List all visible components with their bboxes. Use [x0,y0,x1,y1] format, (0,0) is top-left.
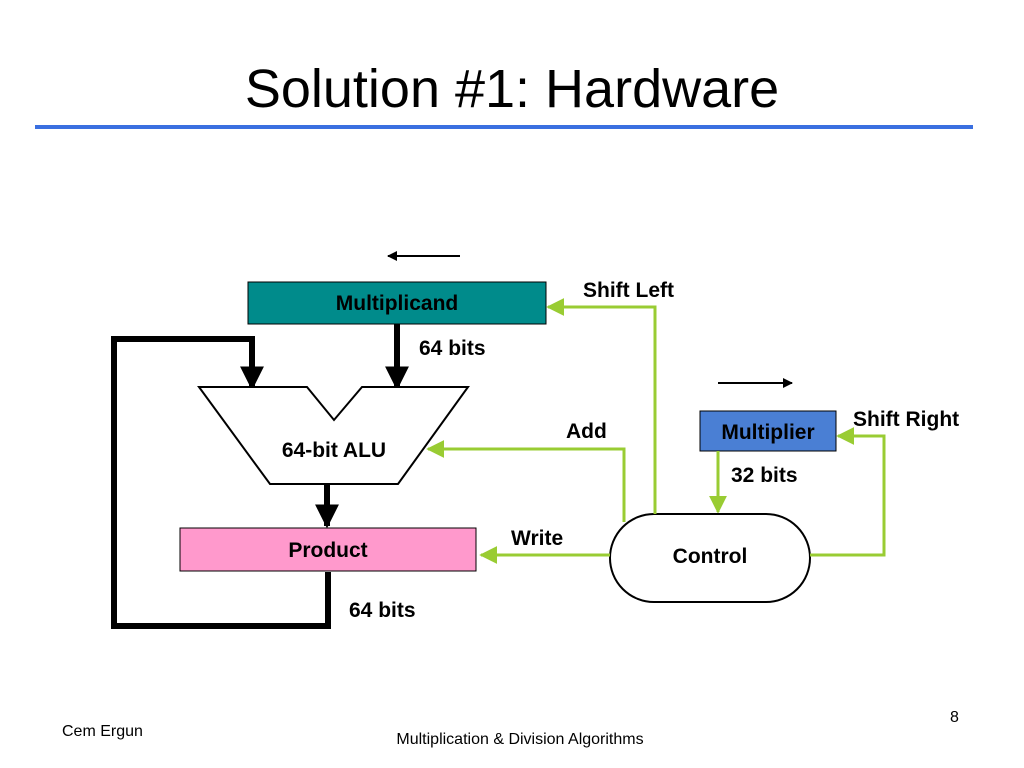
multiplicand-width-label: 64 bits [419,337,486,360]
footer-title: Multiplication & Division Algorithms [396,731,644,748]
multiplicand-register [247,281,547,325]
multiplicand-label: Multiplicand [336,292,459,315]
multiplier-label: Multiplier [721,421,814,444]
product-label: Product [288,539,367,562]
shift-right-label: Shift Right [853,408,959,431]
author-name: Cem Ergun [62,723,143,740]
shift-left-signal-line [546,298,657,514]
product-feedback-bus [111,336,331,629]
alu-block [197,386,470,485]
control-label: Control [673,545,748,568]
title-underline [35,125,973,129]
add-label: Add [566,420,607,443]
slide-title: Solution #1: Hardware [244,59,780,119]
alu-label: 64-bit ALU [282,439,386,462]
write-label: Write [511,527,563,550]
add-signal-line [426,440,626,522]
product-width-label: 64 bits [349,599,416,622]
shift-left-label: Shift Left [583,279,674,302]
shift-right-signal-line [810,427,886,557]
multiplier-register [699,410,837,452]
page-number: 8 [950,709,959,726]
multiplier-width-label: 32 bits [731,464,798,487]
control-unit [609,513,811,603]
product-register [179,527,477,572]
